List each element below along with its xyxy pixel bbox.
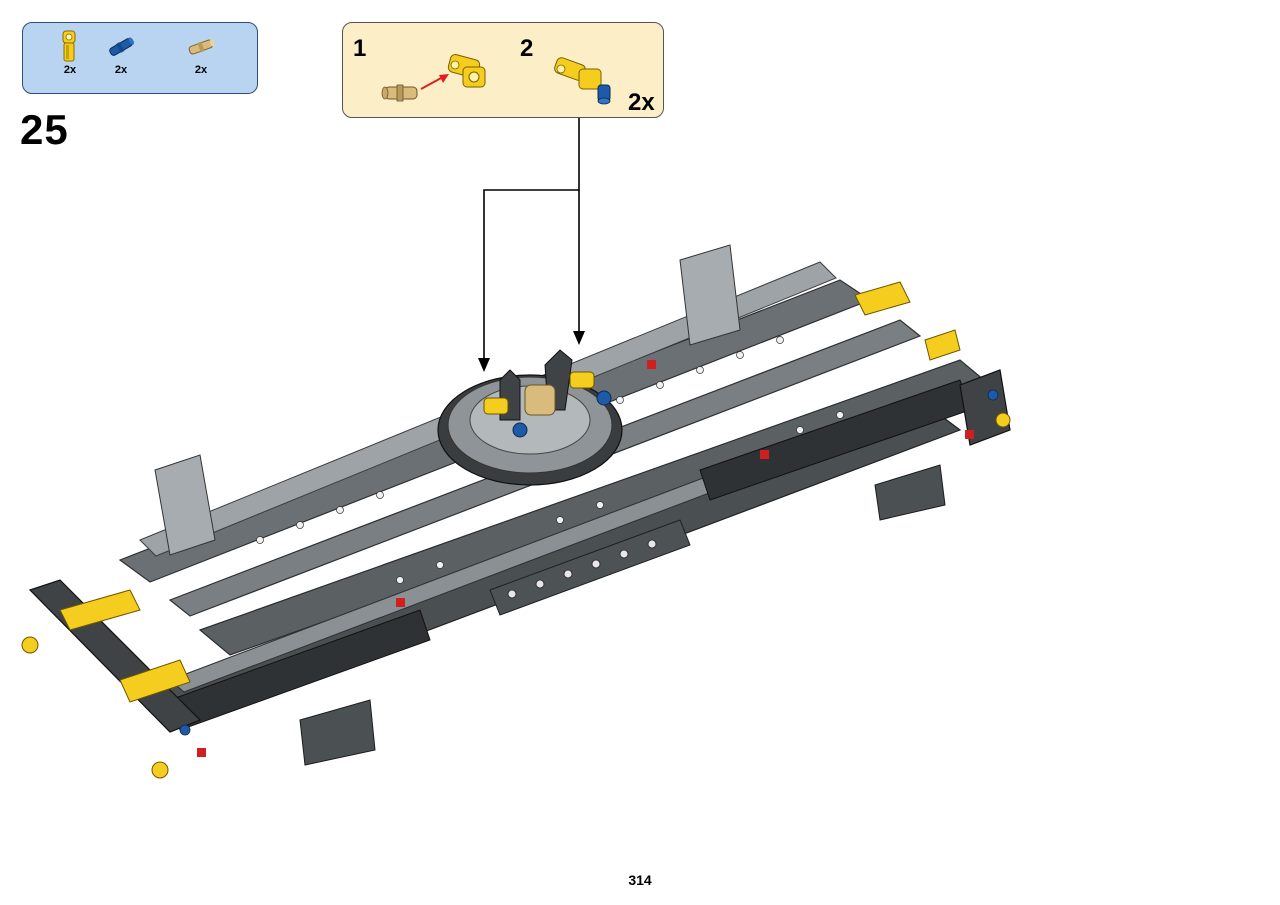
turntable-assembly <box>437 349 623 486</box>
blue-pin-icon <box>109 37 135 56</box>
tan-axle-pin-icon <box>188 39 215 55</box>
parts-list-box: 2x 2x 2x <box>22 22 258 94</box>
part-blue-pin: 2x <box>101 29 141 76</box>
part-qty: 2x <box>63 64 77 76</box>
step-number: 25 <box>20 106 69 153</box>
page-number: 314 <box>628 872 652 888</box>
sub-step-multiplier: 2x <box>628 89 655 116</box>
connector-with-blue-pin-icon <box>554 57 611 105</box>
sub-step-1-illustration <box>381 54 611 105</box>
part-yellow-connector: 2x <box>50 29 90 76</box>
arrow-head-icon <box>478 358 490 372</box>
yellow-connector-icon <box>62 30 76 62</box>
part-qty: 2x <box>114 64 128 76</box>
chassis-frame <box>118 261 992 731</box>
part-qty: 2x <box>194 64 208 76</box>
red-arrow-icon <box>420 74 449 90</box>
tan-axle-pin-icon <box>381 84 418 102</box>
sub-assembly-callout: 1 2 2x <box>342 22 664 118</box>
sub-step-number: 1 <box>353 35 367 62</box>
yellow-connector-icon <box>447 54 486 88</box>
right-end-assembly <box>647 244 1011 521</box>
part-tan-axle-pin: 2x <box>181 29 221 76</box>
callout-pointer-lines <box>483 118 580 362</box>
sub-step-number: 2 <box>520 35 534 62</box>
left-end-assembly <box>21 454 405 779</box>
arrow-head-icon <box>573 331 585 345</box>
